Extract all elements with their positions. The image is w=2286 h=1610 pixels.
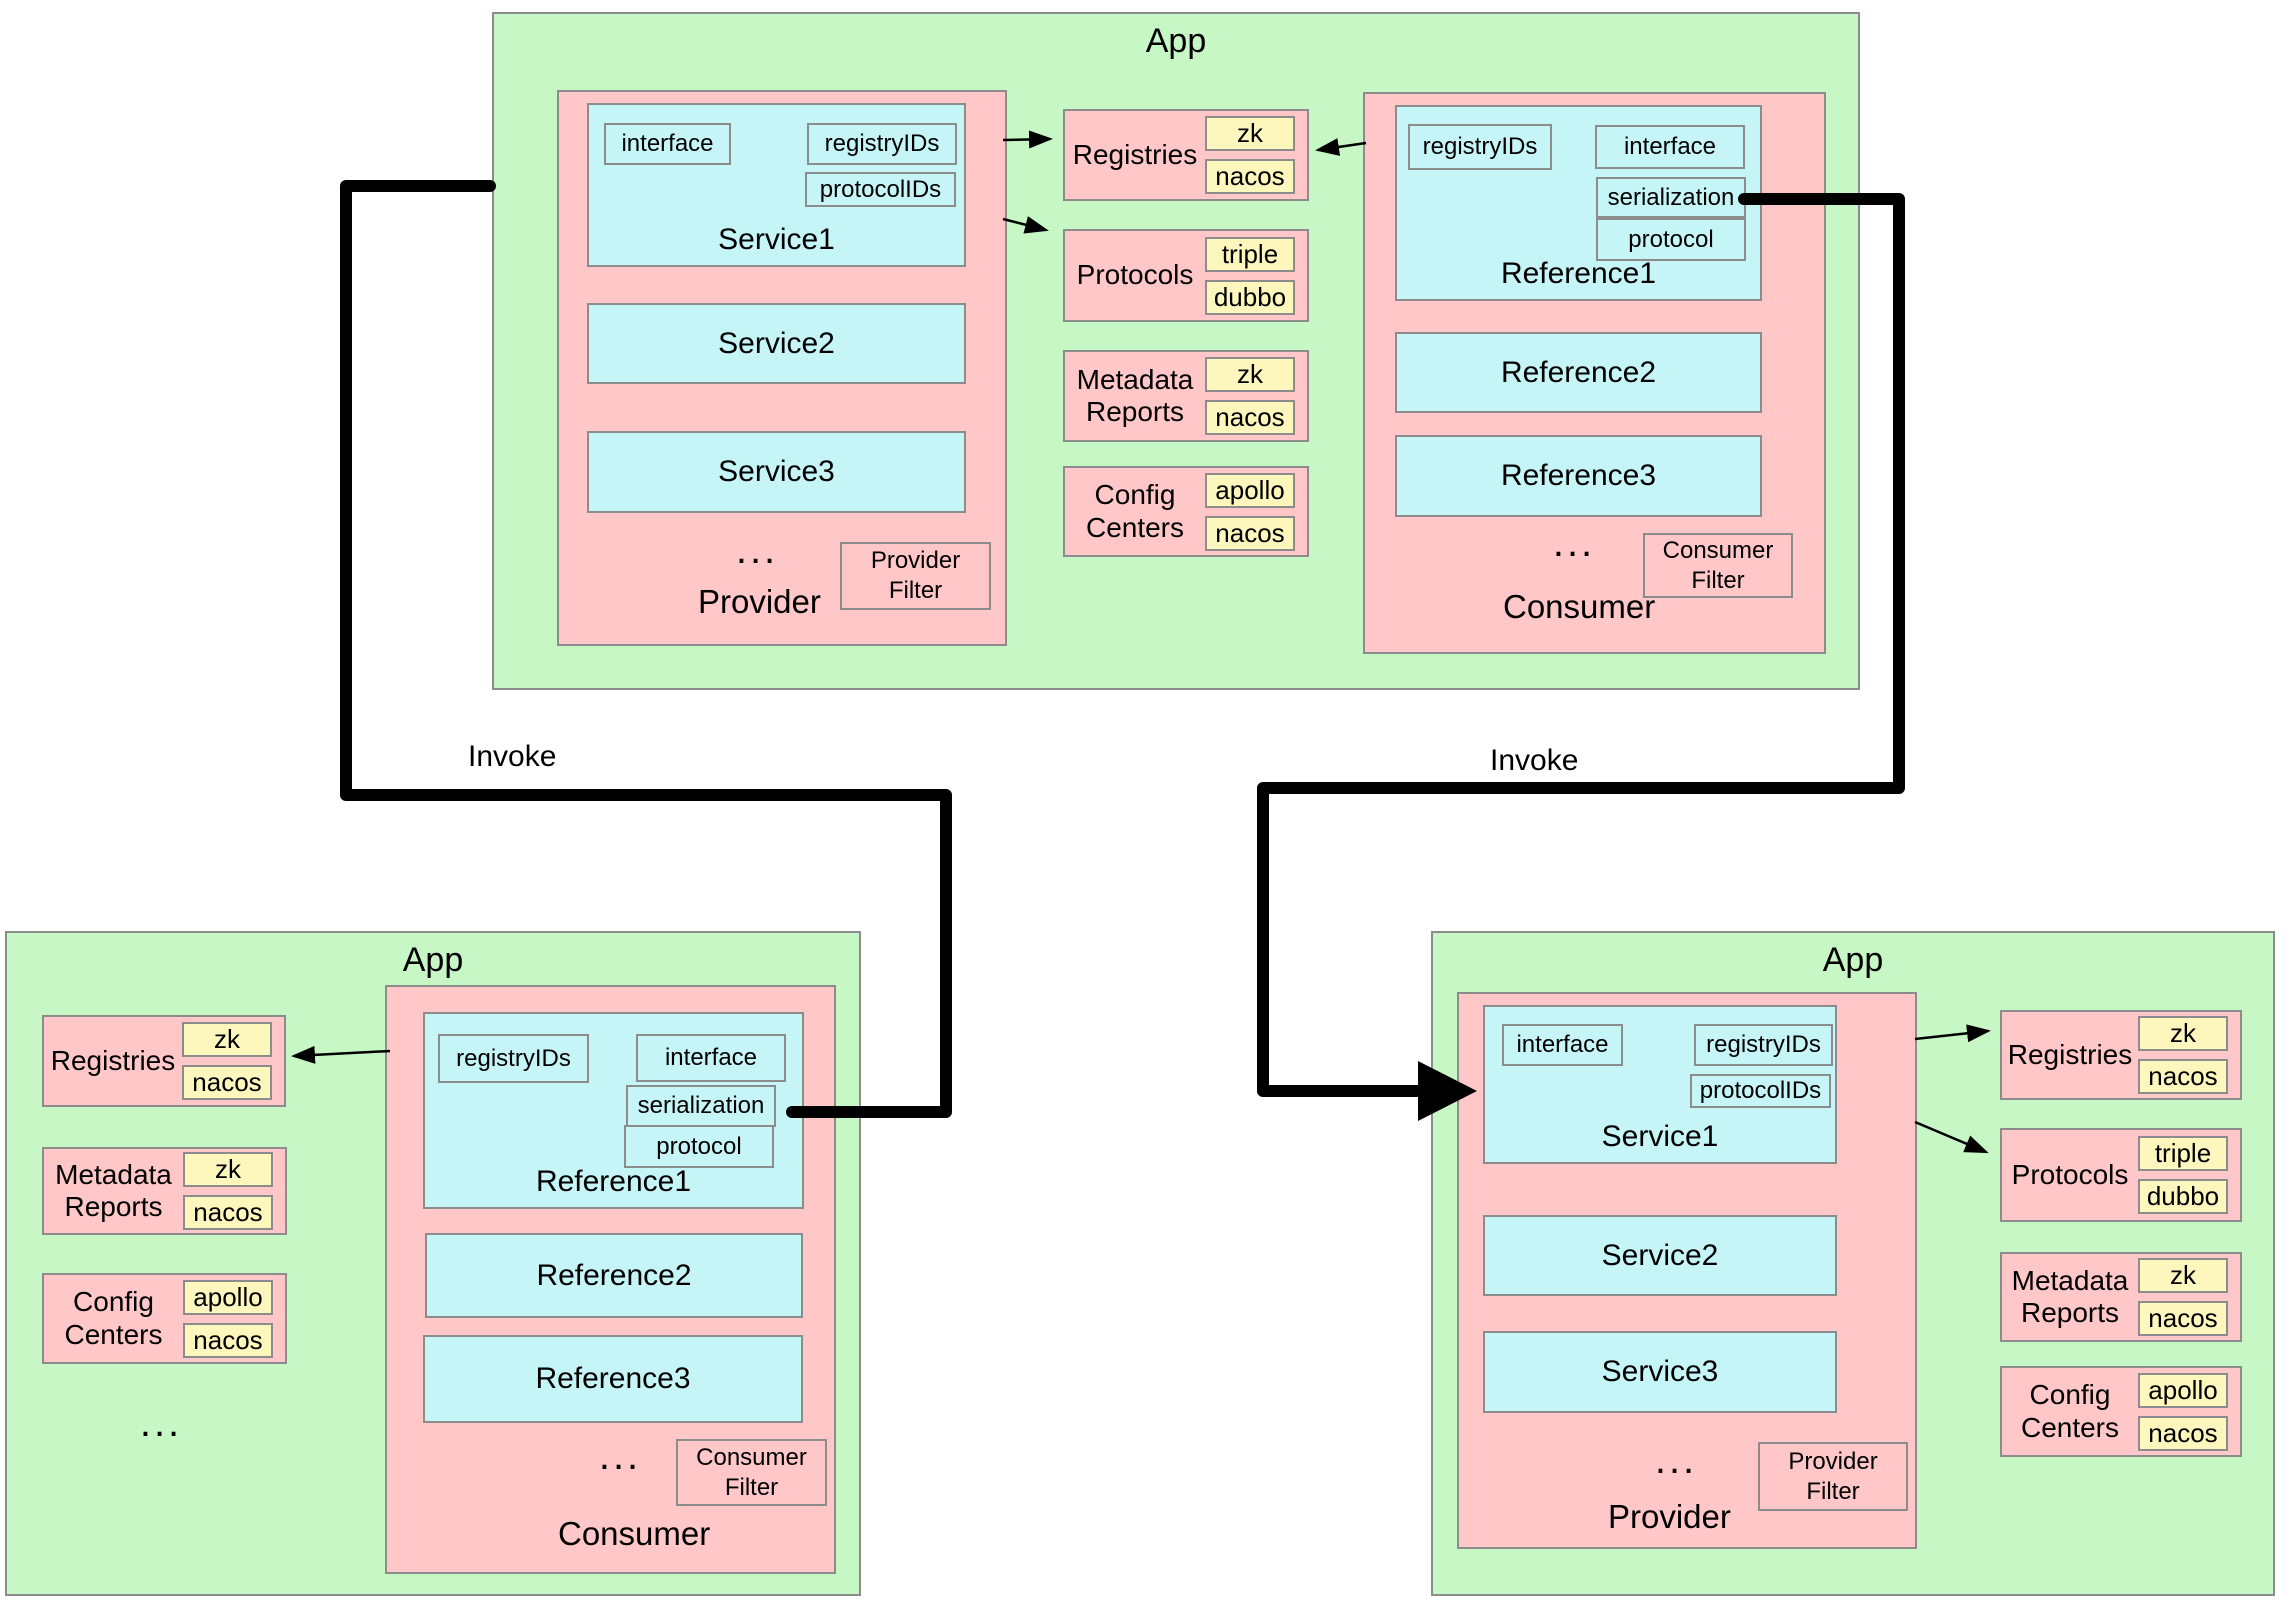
provider-filter-box: Provider Filter	[840, 542, 991, 610]
protocols-panel: Protocols triple dubbo	[2000, 1128, 2242, 1222]
apollo-tag: apollo	[2138, 1372, 2228, 1408]
bottom-left-reference3-box: Reference3	[423, 1335, 803, 1423]
interface-field: interface	[1502, 1024, 1623, 1066]
zk-tag: zk	[1205, 116, 1295, 151]
top-service1-box: interface registryIDs protocolIDs Servic…	[587, 103, 966, 267]
reference1-label: Reference1	[535, 1165, 692, 1198]
serialization-field: serialization	[1596, 177, 1746, 218]
top-service2-box: Service2	[587, 303, 966, 384]
nacos-tag: nacos	[183, 1322, 273, 1358]
app-title: App	[1145, 22, 1207, 60]
protocol-field: protocol	[624, 1125, 774, 1168]
consumer-filter-box: Consumer Filter	[676, 1439, 827, 1506]
bottom-right-service2-box: Service2	[1483, 1215, 1837, 1296]
nacos-tag: nacos	[1205, 400, 1295, 435]
registryids-field: registryIDs	[1694, 1024, 1833, 1066]
ellipsis: ...	[1552, 521, 1596, 565]
registryids-field: registryIDs	[438, 1034, 589, 1083]
config-centers-panel: Config Centers apollo nacos	[1063, 466, 1309, 557]
dubbo-tag: dubbo	[1205, 279, 1295, 315]
invoke-label-left: Invoke	[468, 740, 557, 773]
top-service3-box: Service3	[587, 431, 966, 513]
triple-tag: triple	[2138, 1136, 2228, 1171]
ellipsis: ...	[598, 1434, 642, 1478]
registries-panel: Registries zk nacos	[2000, 1010, 2242, 1100]
top-reference1-box: registryIDs interface serialization prot…	[1395, 105, 1762, 301]
protocolids-field: protocolIDs	[805, 172, 956, 207]
registryids-field: registryIDs	[807, 123, 957, 165]
app-title: App	[1822, 941, 1884, 979]
nacos-tag: nacos	[2138, 1301, 2228, 1336]
bottom-left-reference2-box: Reference2	[425, 1233, 803, 1318]
bottom-right-service1-box: interface registryIDs protocolIDs Servic…	[1483, 1005, 1837, 1164]
reference1-label: Reference1	[1500, 257, 1657, 290]
zk-tag: zk	[183, 1152, 273, 1187]
consumer-label: Consumer	[558, 1515, 711, 1552]
registryids-field: registryIDs	[1408, 124, 1552, 170]
apollo-tag: apollo	[183, 1279, 273, 1315]
ellipsis: ...	[139, 1401, 183, 1445]
nacos-tag: nacos	[183, 1195, 273, 1230]
zk-tag: zk	[1205, 357, 1295, 392]
provider-filter-box: Provider Filter	[1758, 1442, 1908, 1511]
interface-field: interface	[636, 1034, 786, 1082]
dubbo-tag: dubbo	[2138, 1179, 2228, 1214]
protocolids-field: protocolIDs	[1690, 1074, 1831, 1108]
service1-label: Service1	[1601, 1120, 1719, 1153]
metadata-reports-panel: Metadata Reports zk nacos	[42, 1147, 287, 1235]
provider-label: Provider	[1608, 1498, 1731, 1535]
zk-tag: zk	[182, 1022, 272, 1057]
triple-tag: triple	[1205, 236, 1295, 272]
top-reference3-box: Reference3	[1395, 435, 1762, 517]
service1-label: Service1	[718, 223, 835, 256]
nacos-tag: nacos	[1205, 159, 1295, 194]
top-reference2-box: Reference2	[1395, 332, 1762, 413]
bottom-left-reference1-box: registryIDs interface serialization prot…	[423, 1012, 804, 1209]
apollo-tag: apollo	[1205, 472, 1295, 508]
nacos-tag: nacos	[1205, 515, 1295, 551]
interface-field: interface	[1595, 125, 1745, 169]
config-centers-panel: Config Centers apollo nacos	[42, 1273, 287, 1364]
protocol-field: protocol	[1596, 218, 1746, 261]
protocols-panel: Protocols triple dubbo	[1063, 229, 1309, 322]
consumer-label: Consumer	[1503, 588, 1656, 625]
metadata-reports-panel: Metadata Reports zk nacos	[1063, 350, 1309, 442]
nacos-tag: nacos	[2138, 1059, 2228, 1094]
config-centers-panel: Config Centers apollo nacos	[2000, 1366, 2242, 1457]
provider-label: Provider	[698, 583, 821, 620]
zk-tag: zk	[2138, 1016, 2228, 1051]
consumer-filter-box: Consumer Filter	[1643, 533, 1793, 598]
app-title: App	[402, 941, 464, 979]
nacos-tag: nacos	[182, 1065, 272, 1100]
registries-panel: Registries zk nacos	[1063, 109, 1309, 201]
serialization-field: serialization	[626, 1085, 776, 1127]
interface-field: interface	[604, 123, 731, 165]
ellipsis: ...	[735, 528, 779, 572]
registries-panel: Registries zk nacos	[42, 1015, 286, 1107]
ellipsis: ...	[1654, 1438, 1698, 1482]
zk-tag: zk	[2138, 1258, 2228, 1293]
invoke-label-right: Invoke	[1490, 744, 1579, 777]
metadata-reports-panel: Metadata Reports zk nacos	[2000, 1252, 2242, 1342]
nacos-tag: nacos	[2138, 1415, 2228, 1451]
bottom-right-service3-box: Service3	[1483, 1331, 1837, 1413]
